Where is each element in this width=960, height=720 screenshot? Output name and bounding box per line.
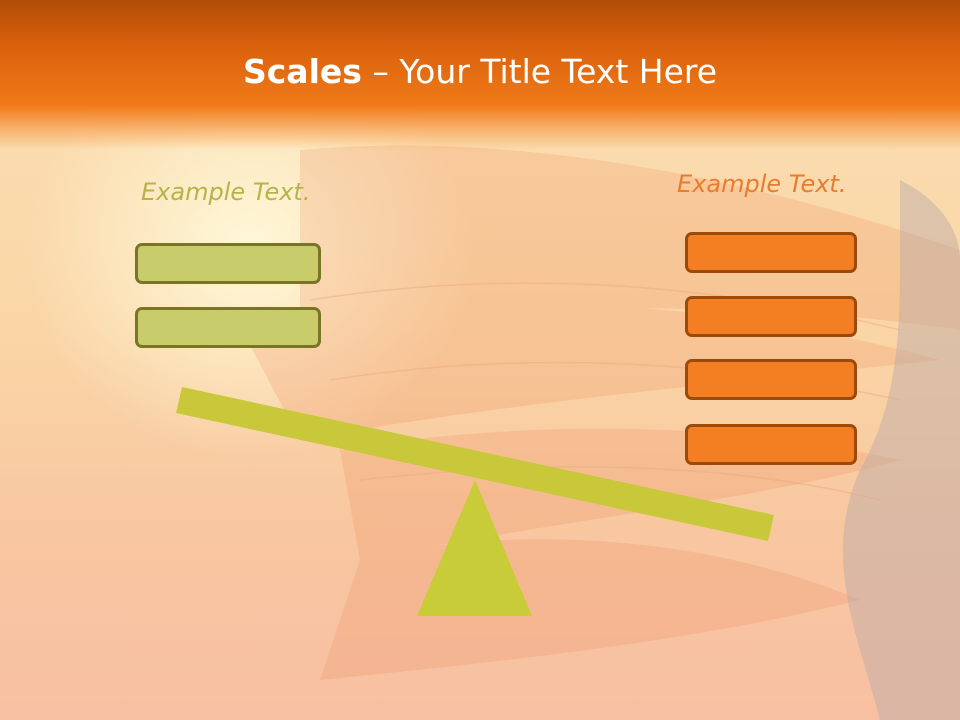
right-box-2 bbox=[685, 296, 857, 337]
left-box-1 bbox=[135, 243, 321, 284]
title-bar bbox=[0, 0, 960, 150]
right-example-label: Example Text. bbox=[677, 170, 847, 198]
title-bold-part: Scales bbox=[242, 52, 362, 91]
right-box-4 bbox=[685, 424, 857, 465]
left-box-2 bbox=[135, 307, 321, 348]
scale-fulcrum bbox=[417, 480, 532, 616]
right-box-3 bbox=[685, 359, 857, 400]
left-example-label: Example Text. bbox=[141, 178, 311, 206]
scale-beam bbox=[176, 387, 774, 541]
title-regular-part: – Your Title Text Here bbox=[361, 52, 718, 91]
right-box-1 bbox=[685, 232, 857, 273]
slide-title: Scales – Your Title Text Here bbox=[0, 52, 960, 91]
